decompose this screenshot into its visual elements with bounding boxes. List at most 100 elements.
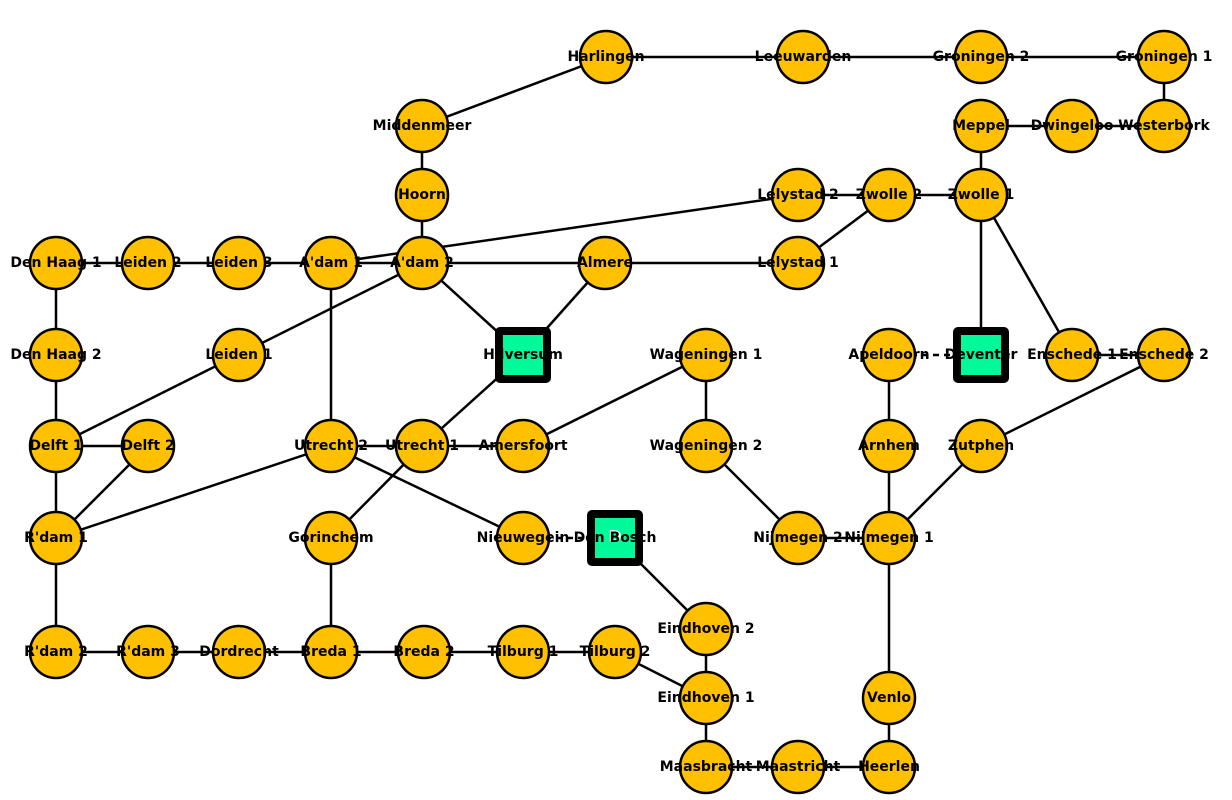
node-leiden3[interactable]: Leiden 3 xyxy=(205,235,273,291)
node-label: Zutphen xyxy=(948,438,1014,454)
node-label: Zwolle 1 xyxy=(948,187,1014,203)
hub-node-fill xyxy=(503,335,543,375)
station-node-circle xyxy=(28,418,84,474)
node-label: Dwingeloo xyxy=(1031,118,1114,134)
node-westerbork[interactable]: Westerbork xyxy=(1118,98,1211,154)
node-leiden2[interactable]: Leiden 2 xyxy=(114,235,182,291)
node-leiden1[interactable]: Leiden 1 xyxy=(205,327,273,383)
node-apeldoorn[interactable]: Apeldoorn xyxy=(848,327,930,383)
node-delft2[interactable]: Delft 2 xyxy=(120,418,176,474)
node-rdam1[interactable]: R'dam 1 xyxy=(24,510,88,566)
node-label: Harlingen xyxy=(567,49,644,65)
node-label: Nijmegen 1 xyxy=(844,530,934,546)
node-eindhoven1[interactable]: Eindhoven 1 xyxy=(657,670,755,726)
node-leeuwarden[interactable]: Leeuwarden xyxy=(755,29,852,85)
node-zwolle2[interactable]: Zwolle 2 xyxy=(856,167,922,223)
node-nijmegen2[interactable]: Nijmegen 2 xyxy=(753,510,843,566)
node-label: Wageningen 1 xyxy=(650,347,763,363)
station-node-circle xyxy=(303,510,359,566)
station-node-circle xyxy=(495,510,551,566)
node-rdam2[interactable]: R'dam 2 xyxy=(24,624,88,680)
node-utrecht1[interactable]: Utrecht 1 xyxy=(385,418,459,474)
node-label: Enschede 2 xyxy=(1119,347,1209,363)
hub-node-glyph: D xyxy=(608,527,621,546)
node-wageningen1[interactable]: Wageningen 1 xyxy=(650,327,763,383)
node-eindhoven2[interactable]: Eindhoven 2 xyxy=(657,601,755,657)
node-adam1[interactable]: A'dam 1 xyxy=(299,235,363,291)
node-label: A'dam 1 xyxy=(299,255,363,271)
node-amersfoort[interactable]: Amersfoort xyxy=(478,418,568,474)
node-label: Apeldoorn xyxy=(848,347,929,363)
station-node-circle xyxy=(1136,98,1192,154)
node-breda2[interactable]: Breda 2 xyxy=(393,624,455,680)
node-zutphen[interactable]: Zutphen xyxy=(948,418,1014,474)
node-breda1[interactable]: Breda 1 xyxy=(300,624,362,680)
node-dwingeloo[interactable]: Dwingeloo xyxy=(1031,98,1114,154)
node-hilversum[interactable]: Hilversum xyxy=(483,327,563,383)
node-deventer[interactable]: Deventer xyxy=(945,327,1018,383)
node-gorinchem[interactable]: Gorinchem xyxy=(288,510,374,566)
node-label: R'dam 3 xyxy=(116,644,180,660)
node-utrecht2[interactable]: Utrecht 2 xyxy=(294,418,368,474)
node-label: Leiden 1 xyxy=(205,347,272,363)
node-maasbracht[interactable]: Maasbracht xyxy=(660,739,753,795)
node-tilburg2[interactable]: Tilburg 2 xyxy=(580,624,651,680)
node-almere[interactable]: Almere xyxy=(577,235,633,291)
node-groningen2[interactable]: Groningen 2 xyxy=(933,29,1030,85)
node-label: Den Bosch xyxy=(574,530,657,546)
node-lelystad2[interactable]: Lelystad 2 xyxy=(757,167,839,223)
node-venlo[interactable]: Venlo xyxy=(861,670,917,726)
station-node-circle xyxy=(28,235,84,291)
station-node-circle xyxy=(303,418,359,474)
station-node-circle xyxy=(953,29,1009,85)
node-delft1[interactable]: Delft 1 xyxy=(28,418,84,474)
node-label: Hoorn xyxy=(398,187,446,203)
node-wageningen2[interactable]: Wageningen 2 xyxy=(650,418,763,474)
node-enschede1[interactable]: Enschede 1 xyxy=(1027,327,1117,383)
node-nieuwegein[interactable]: Nieuwegein xyxy=(477,510,570,566)
node-label: Arnhem xyxy=(858,438,920,454)
node-denhaag2[interactable]: Den Haag 2 xyxy=(10,327,102,383)
station-node-circle xyxy=(211,624,267,680)
station-node-circle xyxy=(678,670,734,726)
node-nijmegen1[interactable]: Nijmegen 1 xyxy=(844,510,934,566)
node-meppel[interactable]: Meppel xyxy=(952,98,1010,154)
node-denhaag1[interactable]: Den Haag 1 xyxy=(10,235,102,291)
station-node-circle xyxy=(861,167,917,223)
node-middenmeer[interactable]: Middenmeer xyxy=(373,98,472,154)
node-label: Venlo xyxy=(867,690,911,706)
node-label: R'dam 2 xyxy=(24,644,88,660)
station-node-circle xyxy=(1044,98,1100,154)
station-node-circle xyxy=(861,327,917,383)
station-node-circle xyxy=(394,98,450,154)
node-label: Maastricht xyxy=(756,759,841,775)
node-label: Enschede 1 xyxy=(1027,347,1117,363)
node-arnhem[interactable]: Arnhem xyxy=(858,418,920,474)
node-harlingen[interactable]: Harlingen xyxy=(567,29,645,85)
node-adam2[interactable]: A'dam 2 xyxy=(390,235,454,291)
station-node-circle xyxy=(770,510,826,566)
node-enschede2[interactable]: Enschede 2 xyxy=(1119,327,1209,383)
station-node-circle xyxy=(495,624,551,680)
station-node-circle xyxy=(28,624,84,680)
node-hoorn[interactable]: Hoorn xyxy=(394,167,450,223)
node-tilburg1[interactable]: Tilburg 1 xyxy=(488,624,559,680)
station-node-circle xyxy=(861,418,917,474)
node-heerlen[interactable]: Heerlen xyxy=(858,739,920,795)
node-label: Gorinchem xyxy=(288,530,373,546)
station-node-circle xyxy=(303,624,359,680)
node-groningen1[interactable]: Groningen 1 xyxy=(1116,29,1213,85)
station-node-circle xyxy=(770,235,826,291)
node-label: Heerlen xyxy=(858,759,920,775)
node-label: Wageningen 2 xyxy=(650,438,763,454)
node-maastricht[interactable]: Maastricht xyxy=(756,739,841,795)
node-label: Eindhoven 1 xyxy=(657,690,754,706)
node-dordrecht[interactable]: Dordrecht xyxy=(199,624,279,680)
node-label: Utrecht 2 xyxy=(294,438,368,454)
station-node-circle xyxy=(861,510,917,566)
node-lelystad1[interactable]: Lelystad 1 xyxy=(757,235,839,291)
node-label: Zwolle 2 xyxy=(856,187,922,203)
node-rdam3[interactable]: R'dam 3 xyxy=(116,624,180,680)
node-zwolle1[interactable]: Zwolle 1 xyxy=(948,167,1014,223)
